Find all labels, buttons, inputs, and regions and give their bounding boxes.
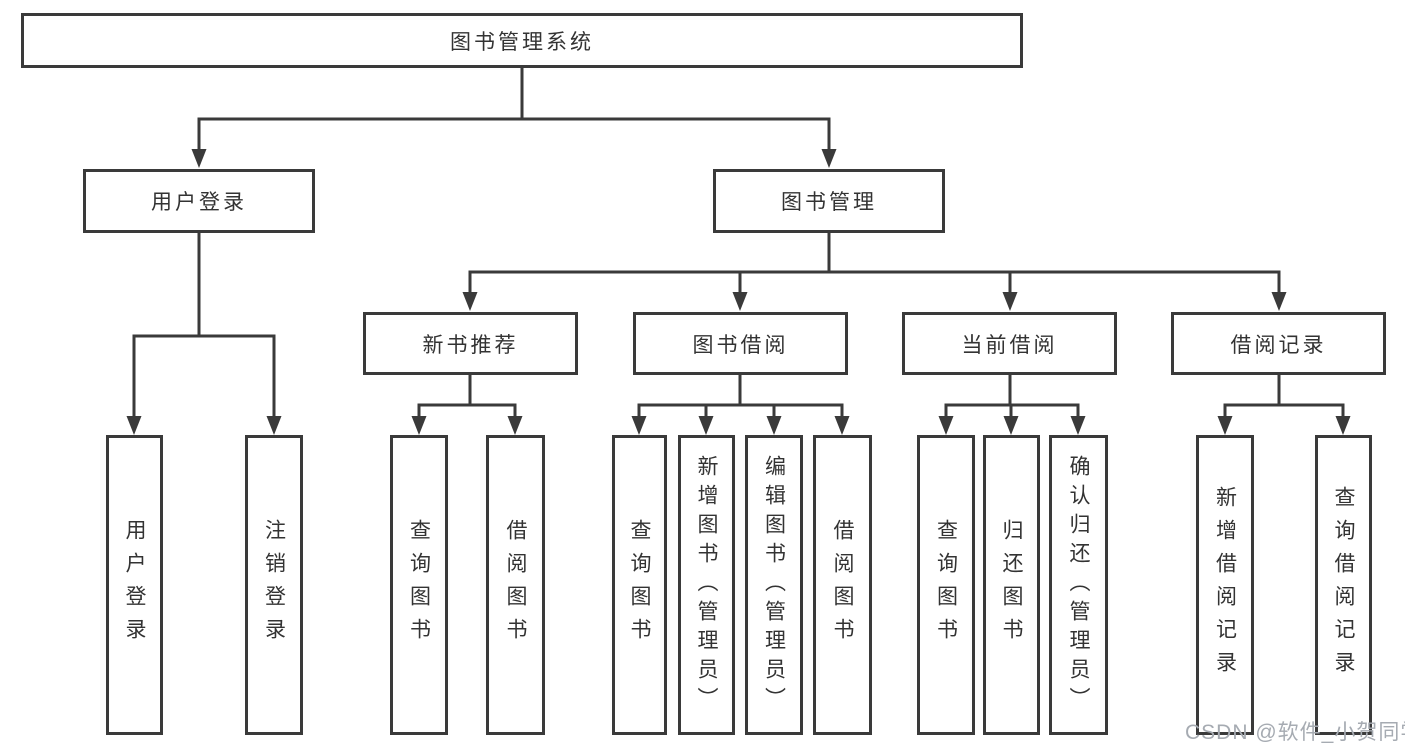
node-label: 用户登录 (151, 191, 247, 214)
watermark: CSDN @软件_小贺同学 (1185, 721, 1405, 744)
node-label: 当前借阅 (961, 333, 1058, 357)
leaf-logout: 注销登录 (245, 435, 303, 735)
node-book-management: 图书管理 (713, 169, 945, 233)
node-label: 借阅图书 (831, 519, 854, 651)
leaf-user-login: 用户登录 (106, 435, 163, 735)
leaf-query-borrow-record: 查询借阅记录 (1315, 435, 1372, 735)
node-book-borrow: 图书借阅 (633, 312, 848, 375)
node-label: 新增借阅记录 (1213, 486, 1237, 684)
node-label: 新增图书（管理员） (695, 454, 718, 716)
node-label: 确认归还（管理员） (1067, 454, 1090, 716)
node-borrow-records: 借阅记录 (1171, 312, 1386, 375)
leaf-add-book-admin: 新增图书（管理员） (678, 435, 735, 735)
node-new-book-recommend: 新书推荐 (363, 312, 578, 375)
leaf-confirm-return-admin: 确认归还（管理员） (1049, 435, 1108, 735)
node-label: 查询图书 (934, 519, 958, 651)
node-user-login: 用户登录 (83, 169, 315, 233)
node-label: 注销登录 (262, 519, 286, 651)
leaf-edit-book-admin: 编辑图书（管理员） (745, 435, 803, 735)
node-label: 图书管理 (781, 191, 877, 214)
leaf-borrow-books-recommend: 借阅图书 (486, 435, 545, 735)
node-label: 归还图书 (1000, 519, 1023, 651)
leaf-return-book: 归还图书 (983, 435, 1040, 735)
node-label: 图书借阅 (692, 333, 789, 357)
node-label: 图书管理系统 (450, 30, 594, 54)
node-label: 查询图书 (407, 519, 431, 651)
node-label: 新书推荐 (422, 333, 519, 357)
node-root-library-system: 图书管理系统 (21, 13, 1023, 68)
node-current-borrow: 当前借阅 (902, 312, 1117, 375)
node-label: 借阅图书 (504, 519, 527, 651)
node-label: 借阅记录 (1230, 333, 1327, 357)
leaf-borrow-books: 借阅图书 (813, 435, 872, 735)
node-label: 查询借阅记录 (1332, 486, 1355, 684)
node-label: 编辑图书（管理员） (762, 454, 786, 716)
leaf-query-books-current: 查询图书 (917, 435, 975, 735)
node-label: 查询图书 (628, 519, 651, 651)
leaf-query-books-recommend: 查询图书 (390, 435, 448, 735)
leaf-query-books-borrow: 查询图书 (612, 435, 667, 735)
node-label: 用户登录 (123, 519, 146, 651)
leaf-add-borrow-record: 新增借阅记录 (1196, 435, 1254, 735)
